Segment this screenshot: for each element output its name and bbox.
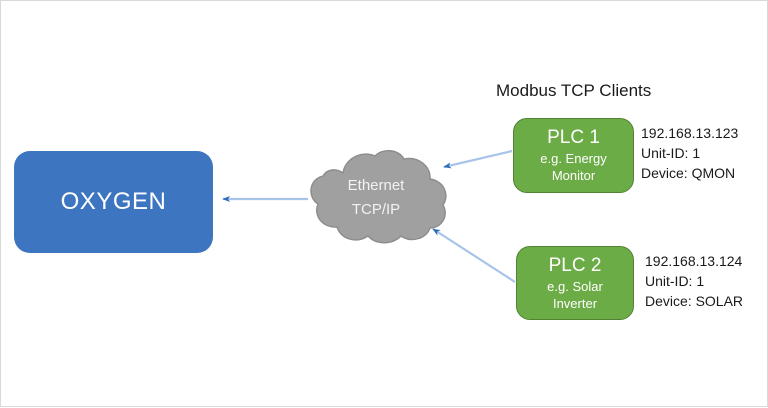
plc-1-title: PLC 1 xyxy=(547,127,600,148)
plc-2-ip: 192.168.13.124 xyxy=(645,253,743,269)
cloud-icon xyxy=(310,150,447,244)
plc-2-role-line1: e.g. Solar xyxy=(547,278,603,294)
plc-2-title: PLC 2 xyxy=(548,254,602,276)
plc-1-node: PLC 1 e.g. Energy Monitor xyxy=(513,118,634,193)
clients-section-title: Modbus TCP Clients xyxy=(496,81,652,100)
plc-1-ip: 192.168.13.123 xyxy=(641,125,739,141)
plc-1-info: 192.168.13.123 Unit-ID: 1 Device: QMON xyxy=(641,123,738,183)
plc-2-device: Device: SOLAR xyxy=(645,293,744,309)
plc-2-role-line2: Inverter xyxy=(552,295,598,311)
oxygen-node: OXYGEN xyxy=(14,151,213,253)
plc-1-unit-id: Unit-ID: 1 xyxy=(641,145,701,161)
ethernet-cloud-node: Ethernet TCP/IP xyxy=(299,147,453,249)
plc-1-role-line2: Monitor xyxy=(551,168,596,183)
plc-2-unit-id: Unit-ID: 1 xyxy=(645,273,705,289)
plc-2-node: PLC 2 e.g. Solar Inverter xyxy=(516,246,634,320)
plc-1-device: Device: QMON xyxy=(641,165,736,181)
plc-1-role: e.g. Energy Monitor xyxy=(540,150,607,184)
plc-2-role: e.g. Solar Inverter xyxy=(547,278,603,312)
arrow-plc1-to-cloud xyxy=(443,149,513,169)
plc-1-role-line1: e.g. Energy xyxy=(540,151,607,166)
plc-2-info: 192.168.13.124 Unit-ID: 1 Device: SOLAR xyxy=(645,251,743,311)
oxygen-label: OXYGEN xyxy=(60,188,167,215)
